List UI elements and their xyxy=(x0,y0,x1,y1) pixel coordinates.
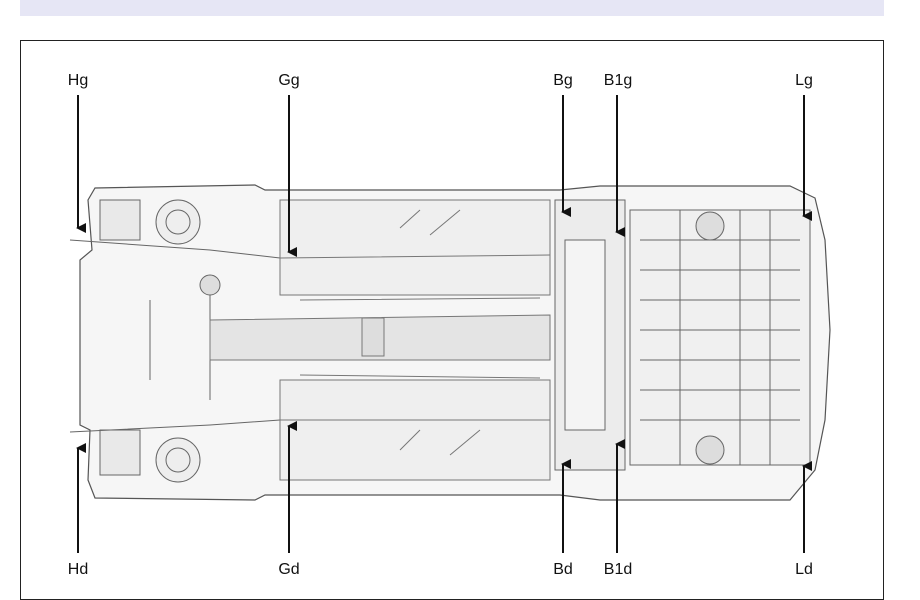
label-bd: Bd xyxy=(553,561,573,578)
callout-labels: Hg Gg Bg B1g Lg Hd Gd Bd B1d Ld xyxy=(68,72,813,578)
callout-arrows xyxy=(76,95,812,553)
top-banner-band xyxy=(20,0,884,16)
rear-structure xyxy=(554,199,811,471)
label-bg: Bg xyxy=(553,72,573,89)
label-gd: Gd xyxy=(278,561,299,578)
label-gg: Gg xyxy=(278,72,299,89)
label-ld: Ld xyxy=(795,561,813,578)
label-b1d: B1d xyxy=(604,561,632,578)
label-hg: Hg xyxy=(68,72,88,89)
label-b1g: B1g xyxy=(604,72,632,89)
label-lg: Lg xyxy=(795,72,813,89)
label-hd: Hd xyxy=(68,561,88,578)
front-structure xyxy=(69,199,281,483)
floor-pan xyxy=(209,199,551,481)
